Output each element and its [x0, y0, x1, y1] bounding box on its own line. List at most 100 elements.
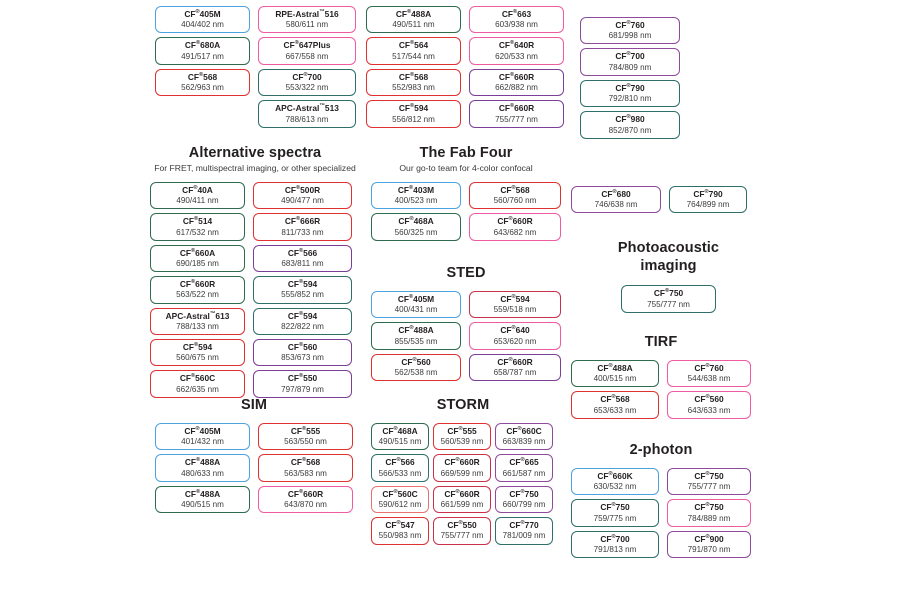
dye-name: CF®594 — [287, 310, 318, 321]
trademark-mark: ® — [191, 373, 196, 380]
trademark-mark: ® — [195, 425, 200, 432]
trademark-mark: ® — [393, 488, 398, 495]
dye-name: CF®660R — [497, 216, 533, 227]
dye-excitation-emission: 661/599 nm — [440, 500, 484, 510]
trademark-mark: ® — [196, 488, 201, 495]
dye-name: CF®405M — [397, 293, 435, 304]
trademark-mark: ® — [294, 40, 299, 47]
dye-name: CF®750 — [694, 470, 724, 481]
dye-excitation-emission: 620/533 nm — [495, 51, 538, 61]
dye-excitation-emission: 560/325 nm — [394, 227, 438, 237]
dye-excitation-emission: 853/673 nm — [281, 353, 324, 363]
dye-excitation-emission: 490/411 nm — [176, 196, 219, 206]
dye-excitation-emission: 566/533 nm — [378, 468, 422, 478]
trademark-mark: ® — [193, 184, 198, 191]
trademark-mark: ™ — [209, 310, 216, 317]
dye-excitation-emission: 661/587 nm — [502, 468, 546, 478]
dye-name: CF®760 — [615, 20, 645, 30]
dye-name: CF®750 — [509, 488, 539, 499]
